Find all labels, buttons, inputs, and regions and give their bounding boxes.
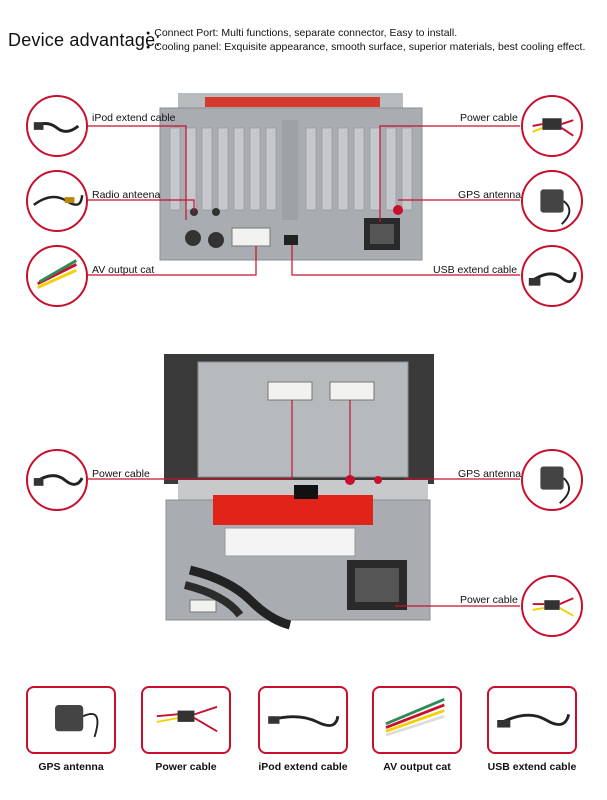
page-title: Device advantage: <box>8 30 161 50</box>
label-av-output-cat: AV output cat <box>92 264 155 276</box>
accessory-label-power-cable: Power cable <box>155 761 217 773</box>
leader-lines <box>88 125 520 607</box>
accessory-usb-cable-image <box>487 686 577 754</box>
top-view-device <box>164 354 434 630</box>
accessory-av-cable-image <box>372 686 462 754</box>
rear-view-device <box>159 93 423 261</box>
av-cable-thumbnail <box>26 245 88 307</box>
usb-cable-thumbnail <box>521 245 583 307</box>
gps-antenna-thumbnail <box>521 170 583 232</box>
accessory-label-usb-extend-cable: USB extend cable <box>487 761 577 773</box>
advantage-bullet-1: Connect Port: Multi functions, separate … <box>146 27 457 39</box>
label-gps-antenna-top: GPS antenna <box>458 189 522 201</box>
accessory-power-cable-image <box>141 686 231 754</box>
radio-antenna-thumbnail <box>26 170 88 232</box>
label-power-cable-top: Power cable <box>460 112 518 124</box>
label-gps-antenna-mid: GPS antenna <box>458 468 522 480</box>
label-usb-extend-cable: USB extend cable <box>433 264 518 276</box>
label-radio-anteena: Radio anteena <box>92 189 161 201</box>
label-power-cable-left: Power cable <box>92 468 150 480</box>
ipod-cable-thumbnail <box>26 95 88 157</box>
gps-antenna-mid-thumbnail <box>521 449 583 511</box>
label-power-cable-right: Power cable <box>460 594 518 606</box>
advantage-bullet-2: Cooling panel: Exquisite appearance, smo… <box>146 41 585 53</box>
accessory-ipod-cable-image <box>258 686 348 754</box>
power-cable-left-thumbnail <box>26 449 88 511</box>
accessory-label-ipod-extend-cable: iPod extend cable <box>258 761 348 773</box>
accessory-label-gps-antenna: GPS antenna <box>38 761 104 773</box>
power-cable-thumbnail <box>521 95 583 157</box>
label-ipod-extend-cable: iPod extend cable <box>92 112 176 124</box>
accessory-gps-antenna-image <box>26 686 116 754</box>
power-cable-right-thumbnail <box>521 575 583 637</box>
accessory-label-av-output-cat: AV output cat <box>383 761 451 773</box>
